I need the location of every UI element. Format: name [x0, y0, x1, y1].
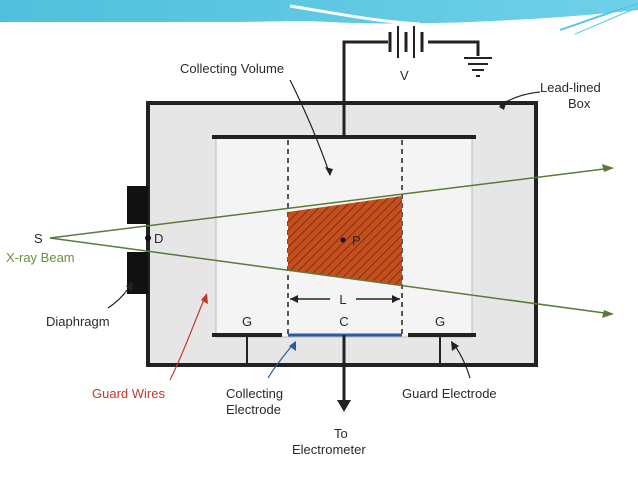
diaphragm-upper	[127, 186, 148, 224]
label-to: To	[334, 426, 348, 441]
beam-arrow-top	[602, 164, 614, 172]
leader-arrow-volume	[325, 167, 333, 176]
label-length: L	[339, 292, 346, 307]
leader-arrow-guard-electrode	[451, 341, 459, 351]
xray-beam	[49, 167, 613, 315]
ground-symbol	[464, 57, 492, 77]
label-guard-left: G	[242, 314, 252, 329]
label-electrometer: Electrometer	[292, 442, 366, 457]
top-banner	[0, 0, 638, 35]
leader-arrow-diaphragm	[126, 281, 133, 292]
leader-arrow-guard-wires	[201, 293, 208, 304]
label-source: S	[34, 231, 43, 246]
label-voltage: V	[400, 68, 409, 83]
label-lead-lined: Lead-lined	[540, 80, 601, 95]
label-collecting-electrode-1: Collecting	[226, 386, 283, 401]
point-p-dot	[340, 237, 346, 243]
label-collecting-volume: Collecting Volume	[180, 61, 284, 76]
label-xray-beam: X-ray Beam	[6, 250, 75, 265]
label-point-p: P	[352, 233, 361, 248]
beam-arrow-bottom	[602, 310, 614, 318]
label-guard-right: G	[435, 314, 445, 329]
label-collector: C	[339, 314, 348, 329]
length-arrow-left	[290, 295, 298, 303]
label-point-d: D	[154, 231, 163, 246]
label-guard-wires: Guard Wires	[92, 386, 165, 401]
electrometer-arrow	[337, 400, 351, 412]
label-diaphragm: Diaphragm	[46, 314, 110, 329]
label-collecting-electrode-2: Electrode	[226, 402, 281, 417]
label-box: Box	[568, 96, 591, 111]
length-arrow-right	[392, 295, 400, 303]
leader-arrow-collecting	[289, 341, 296, 351]
point-d-dot	[145, 235, 151, 241]
leader-arrow-box	[499, 100, 507, 110]
battery-circuit	[342, 26, 480, 137]
label-guard-electrode: Guard Electrode	[402, 386, 497, 401]
